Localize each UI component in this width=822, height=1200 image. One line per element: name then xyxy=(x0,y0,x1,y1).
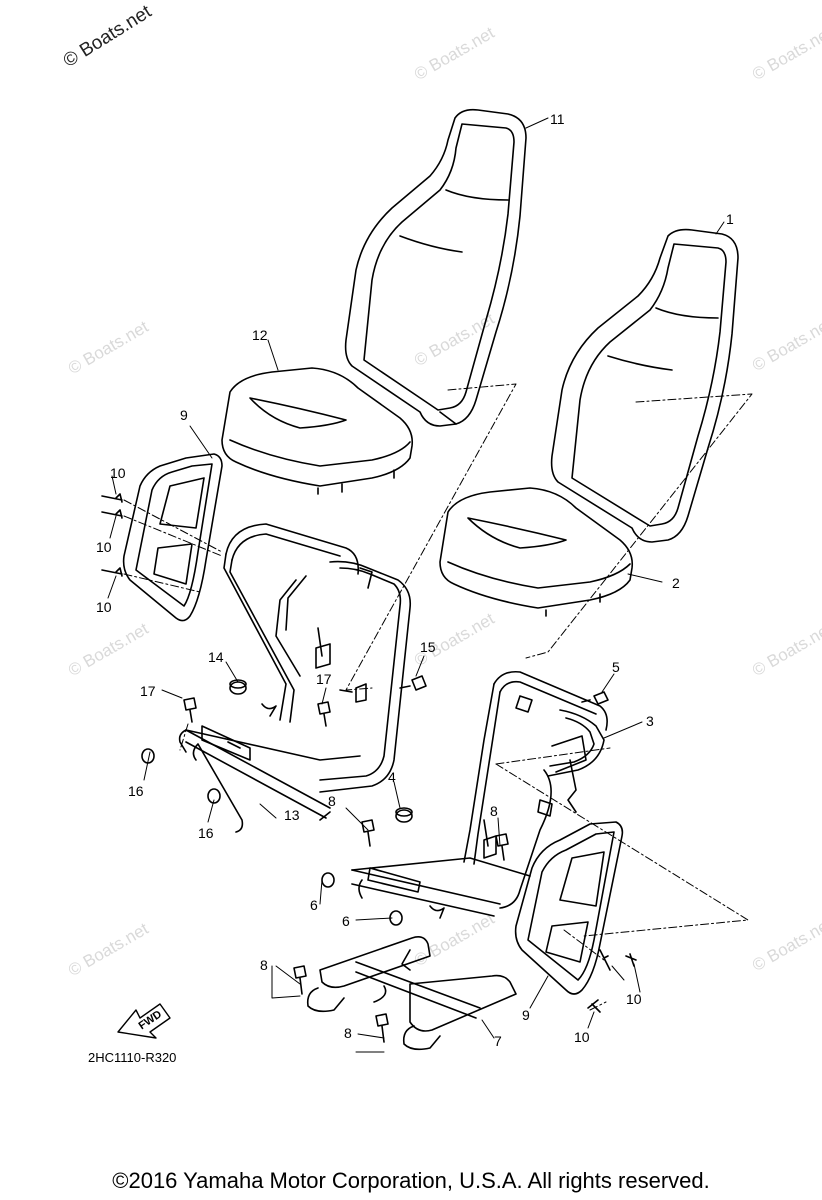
callout-8a: 8 xyxy=(328,793,336,809)
bolt-15 xyxy=(399,675,427,691)
rivet-10d xyxy=(599,949,611,971)
callout-17a: 17 xyxy=(140,683,156,699)
leader-lines xyxy=(107,117,725,1053)
bolt-17b xyxy=(317,701,331,727)
bolt-8a xyxy=(361,819,375,847)
seat-frame-left xyxy=(178,523,412,833)
side-panel-left xyxy=(122,453,223,622)
callout-10d: 10 xyxy=(626,991,642,1007)
callout-8d: 8 xyxy=(344,1025,352,1041)
bolt-8b xyxy=(495,833,509,861)
seat-rail xyxy=(306,936,517,1051)
seat-frame-right xyxy=(351,670,608,919)
callout-6b: 6 xyxy=(342,913,350,929)
seat-backrest-right xyxy=(550,228,739,543)
callout-17b: 17 xyxy=(316,671,332,687)
grommet-4 xyxy=(395,809,413,823)
callout-14: 14 xyxy=(208,649,224,665)
callout-10a: 10 xyxy=(110,465,126,481)
callout-10b: 10 xyxy=(96,539,112,555)
fwd-arrow-icon: FWD xyxy=(117,1003,171,1039)
callout-3: 3 xyxy=(646,713,654,729)
rivet-10c xyxy=(101,567,123,577)
callout-12: 12 xyxy=(252,327,268,343)
callout-10c: 10 xyxy=(96,599,112,615)
side-panel-right xyxy=(514,821,624,995)
seat-backrest-left xyxy=(344,108,527,427)
callout-2: 2 xyxy=(672,575,680,591)
callout-1: 1 xyxy=(726,211,734,227)
bolt-17a xyxy=(183,697,197,723)
rivet-10b xyxy=(101,509,123,519)
bolt-8c xyxy=(293,965,307,995)
callout-6a: 6 xyxy=(310,897,318,913)
callout-9a: 9 xyxy=(180,407,188,423)
callout-labels: 11 1 2 3 4 5 6 6 7 8 8 8 8 9 9 10 10 10 … xyxy=(96,111,734,1049)
callout-8c: 8 xyxy=(260,957,268,973)
rivet-10f xyxy=(587,999,601,1013)
callout-11: 11 xyxy=(550,111,565,127)
callout-4: 4 xyxy=(388,769,396,785)
drawing-code: 2HC1110-R320 xyxy=(88,1050,177,1065)
bolt-8d xyxy=(375,1013,389,1043)
assembly-lines xyxy=(123,383,753,1011)
rivet-10a xyxy=(101,493,123,503)
cap-16b xyxy=(207,788,221,804)
bolt-5 xyxy=(581,691,609,705)
callout-8b: 8 xyxy=(490,803,498,819)
rivet-10e xyxy=(625,953,637,967)
callout-15: 15 xyxy=(420,639,436,655)
callout-13: 13 xyxy=(284,807,300,823)
callout-16b: 16 xyxy=(198,825,214,841)
seat-cushion-right xyxy=(439,487,634,617)
callout-16a: 16 xyxy=(128,783,144,799)
cap-6a xyxy=(321,872,335,888)
callout-10e: 10 xyxy=(574,1029,590,1045)
callout-5: 5 xyxy=(612,659,620,675)
hardware xyxy=(101,493,637,1043)
copyright-notice: ©2016 Yamaha Motor Corporation, U.S.A. A… xyxy=(112,1168,710,1193)
callout-7: 7 xyxy=(494,1033,502,1049)
callout-9b: 9 xyxy=(522,1007,530,1023)
seat-cushion-left xyxy=(221,367,414,495)
